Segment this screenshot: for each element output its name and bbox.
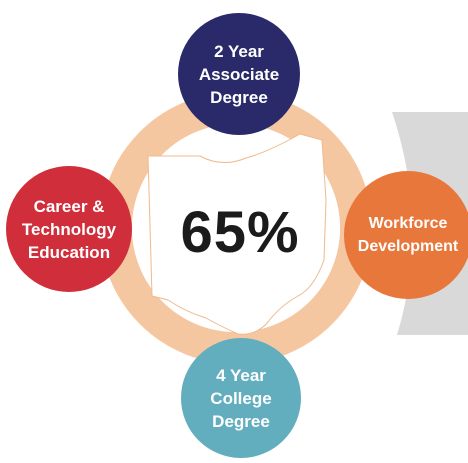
- node-label-line: Education: [27, 242, 111, 262]
- ohio-map-icon: [147, 133, 327, 335]
- node-label-line: College: [210, 388, 272, 408]
- node-label-line: Associate: [198, 64, 280, 84]
- center-percentage: 65%: [180, 200, 300, 265]
- node-workforce-development: Workforce Development: [344, 171, 468, 299]
- node-label-line: Degree: [212, 411, 270, 431]
- node-label-line: Technology: [21, 219, 117, 239]
- node-label-line: 2 Year: [214, 41, 264, 61]
- node-label-line: Workforce: [368, 215, 448, 232]
- node-label-line: Career &: [33, 196, 105, 216]
- node-2-year-associate-degree: 2 Year Associate Degree: [178, 13, 300, 135]
- node-career-technology-education: Career & Technology Education: [6, 166, 132, 292]
- node-label-line: 4 Year: [216, 365, 266, 385]
- node-label-line: Degree: [210, 87, 268, 107]
- node-label-line: Development: [357, 238, 459, 255]
- node-4-year-college-degree: 4 Year College Degree: [181, 338, 301, 458]
